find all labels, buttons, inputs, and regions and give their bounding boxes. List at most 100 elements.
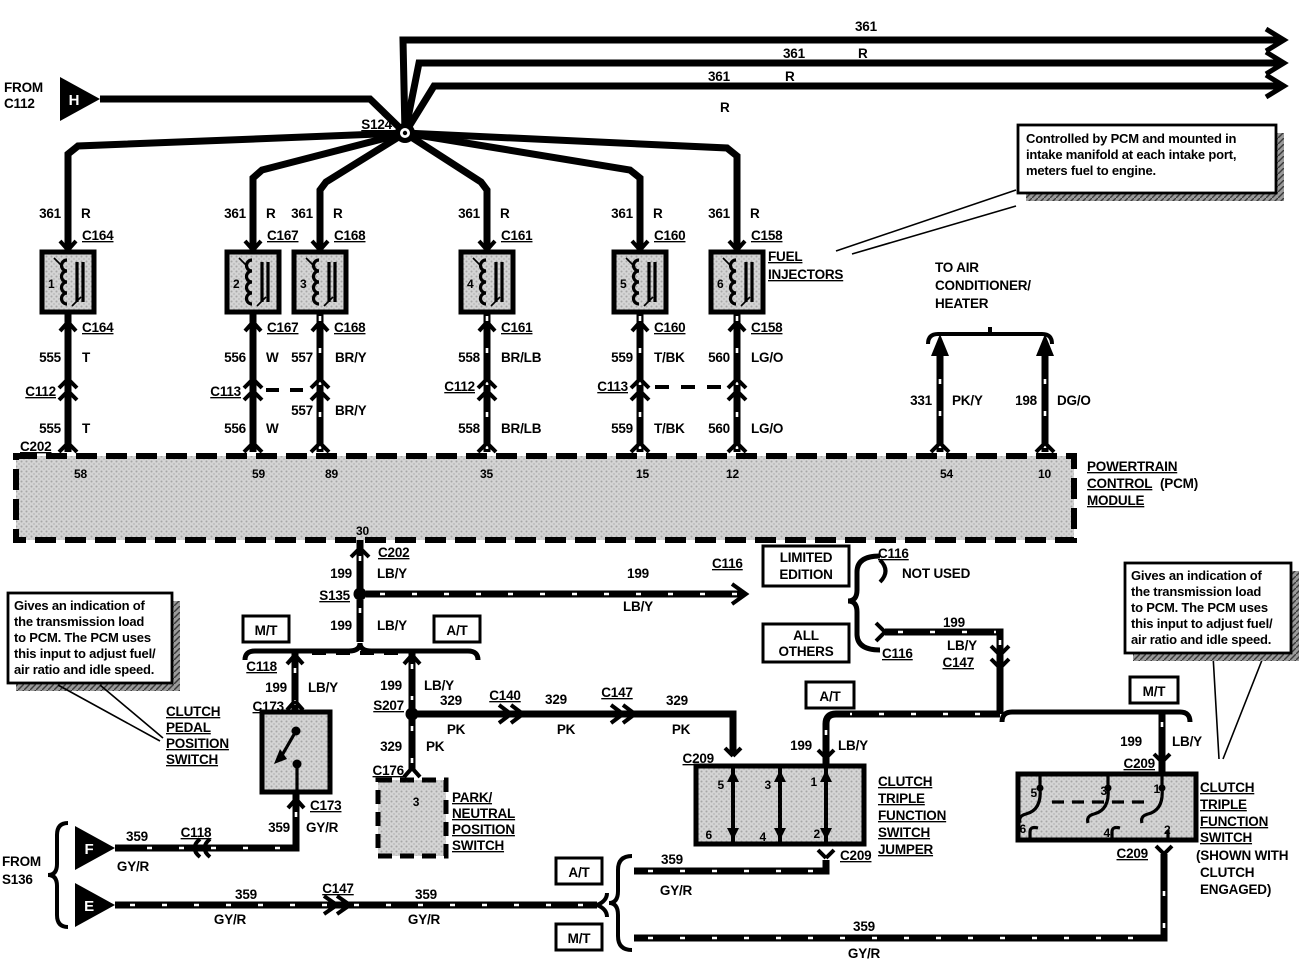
wire-label: 359 <box>661 852 683 867</box>
wire-label: LB/Y <box>838 738 868 753</box>
connector-label: C164 <box>82 320 114 335</box>
199-branches: A/T M/T 199 LB/Y 199 LB/Y <box>790 675 1202 772</box>
wire-label: DG/O <box>1057 393 1091 408</box>
connector-label: C118 <box>246 659 277 674</box>
injector-number: 3 <box>300 277 307 291</box>
wire-label: 361 <box>708 206 731 221</box>
connector-label: C176 <box>373 763 405 778</box>
brace <box>608 854 633 952</box>
injector-number: 1 <box>48 277 55 291</box>
switch-pin: 4 <box>760 830 767 844</box>
wire-label: 557 <box>291 403 313 418</box>
injector-number: 5 <box>620 277 627 291</box>
wire-label: 560 <box>708 350 730 365</box>
clutch-pedal-label: POSITION <box>166 736 229 751</box>
callout-text: to PCM. The PCM uses <box>1131 600 1268 615</box>
wire-label: 361 <box>708 69 731 84</box>
wire-label: 359 <box>415 887 437 902</box>
park-neutral-switch: 3 PARK/ NEUTRAL POSITION SWITCH <box>375 777 515 859</box>
wire-label: PK <box>447 722 466 737</box>
wire-label: 199 <box>943 615 965 630</box>
power-feed-wires <box>64 26 1289 252</box>
wire-label: 361 <box>855 19 878 34</box>
connector-label: C116 <box>712 556 743 571</box>
s207-network: S207 C140 C147 329 PK 329 PK 329 PK 329 … <box>373 685 743 779</box>
callout-text: Controlled by PCM and mounted in <box>1026 131 1237 146</box>
wire-label: 199 <box>790 738 812 753</box>
connector-label: C167 <box>267 228 298 243</box>
connector-label: C147 <box>601 685 632 700</box>
pcm-pin: 10 <box>1038 467 1051 481</box>
injector-number: 4 <box>467 277 474 291</box>
connector-label: C140 <box>489 688 520 703</box>
injector-number: 6 <box>717 277 724 291</box>
transmission-callout-left: Gives an indication of the transmission … <box>6 591 180 742</box>
connector-label: C160 <box>654 320 685 335</box>
callout-text: meters fuel to engine. <box>1026 163 1156 178</box>
triple-switch-label: SWITCH <box>1200 830 1252 845</box>
connector-label: C116 <box>878 546 909 561</box>
wire-label: GY/R <box>408 912 441 927</box>
wire-label: LG/O <box>751 421 783 436</box>
injector-bottom-labels: C164 C167 C168 C161 C160 C158 <box>82 320 783 335</box>
wire-label: W <box>266 350 279 365</box>
connector-label: C164 <box>82 228 114 243</box>
wire-label: LB/Y <box>377 566 407 581</box>
wire-label: LB/Y <box>1172 734 1202 749</box>
connector-label: C161 <box>501 228 533 243</box>
callout-text: Gives an indication of <box>1131 568 1263 583</box>
pcm-module: 58 59 89 35 15 12 54 10 30 POWERTRAIN CO… <box>13 440 1198 543</box>
wire-label: 557 <box>291 350 313 365</box>
wire-label: PK/Y <box>952 393 983 408</box>
callout-text: air ratio and idle speed. <box>1131 632 1271 647</box>
wire-label: R <box>266 206 276 221</box>
wire-label: 558 <box>458 350 481 365</box>
wire-label: 198 <box>1015 393 1038 408</box>
clutch-pedal-switch: CLUTCH PEDAL POSITION SWITCH C173 <box>166 704 342 813</box>
connector-label: C158 <box>751 320 783 335</box>
fuel-injector-1: 1 <box>39 249 97 315</box>
clutch-pedal-label: PEDAL <box>166 720 211 735</box>
wire-label: 361 <box>39 206 62 221</box>
connector-label: C158 <box>751 228 783 243</box>
connector-label: C161 <box>501 320 533 335</box>
ac-heater-wires: 331 PK/Y 198 DG/O TO AIR CONDITIONER/ HE… <box>910 260 1091 452</box>
wire-label: BR/LB <box>501 421 542 436</box>
pcm-pin: 54 <box>940 467 953 481</box>
wire-label: PK <box>557 722 576 737</box>
at-label: A/T <box>446 623 468 638</box>
not-used-label: NOT USED <box>902 566 971 581</box>
callout-text: to PCM. The PCM uses <box>14 630 151 645</box>
to-ac-label: TO AIR <box>935 260 979 275</box>
connector-label: C160 <box>654 228 685 243</box>
connector-label: C209 <box>683 751 714 766</box>
wire-label: 199 <box>627 566 649 581</box>
injector-boxes: 1 2 3 4 5 <box>39 249 766 315</box>
wire-label: 199 <box>380 678 402 693</box>
wire-label: LB/Y <box>308 680 338 695</box>
wire-label: 359 <box>235 887 257 902</box>
wire-label: 556 <box>224 350 247 365</box>
switch-pin: 6 <box>1020 822 1027 836</box>
switch-pin: 3 <box>1101 784 1108 798</box>
wire-label: 559 <box>611 421 633 436</box>
wire-label: GY/R <box>848 946 881 961</box>
jumper-label: TRIPLE <box>878 791 925 806</box>
pcm-pin: 15 <box>636 467 649 481</box>
wire-label: 559 <box>611 350 633 365</box>
fuel-injector-4: 4 <box>458 249 516 315</box>
connector-label: C113 <box>597 379 628 394</box>
wire-label: R <box>333 206 343 221</box>
connector-label: C209 <box>1117 846 1148 861</box>
pcm-label: MODULE <box>1087 493 1144 508</box>
pcm-pin: 35 <box>480 467 493 481</box>
callout-text: intake manifold at each intake port, <box>1026 147 1236 162</box>
wire-label: 329 <box>545 692 567 707</box>
from-c112-label: C112 <box>4 96 35 111</box>
clutch-triple-switch: C209 5 3 1 6 4 2 CLUTCH TRIPLE FUNCTION … <box>1015 756 1288 897</box>
wire-label: LB/Y <box>947 638 977 653</box>
